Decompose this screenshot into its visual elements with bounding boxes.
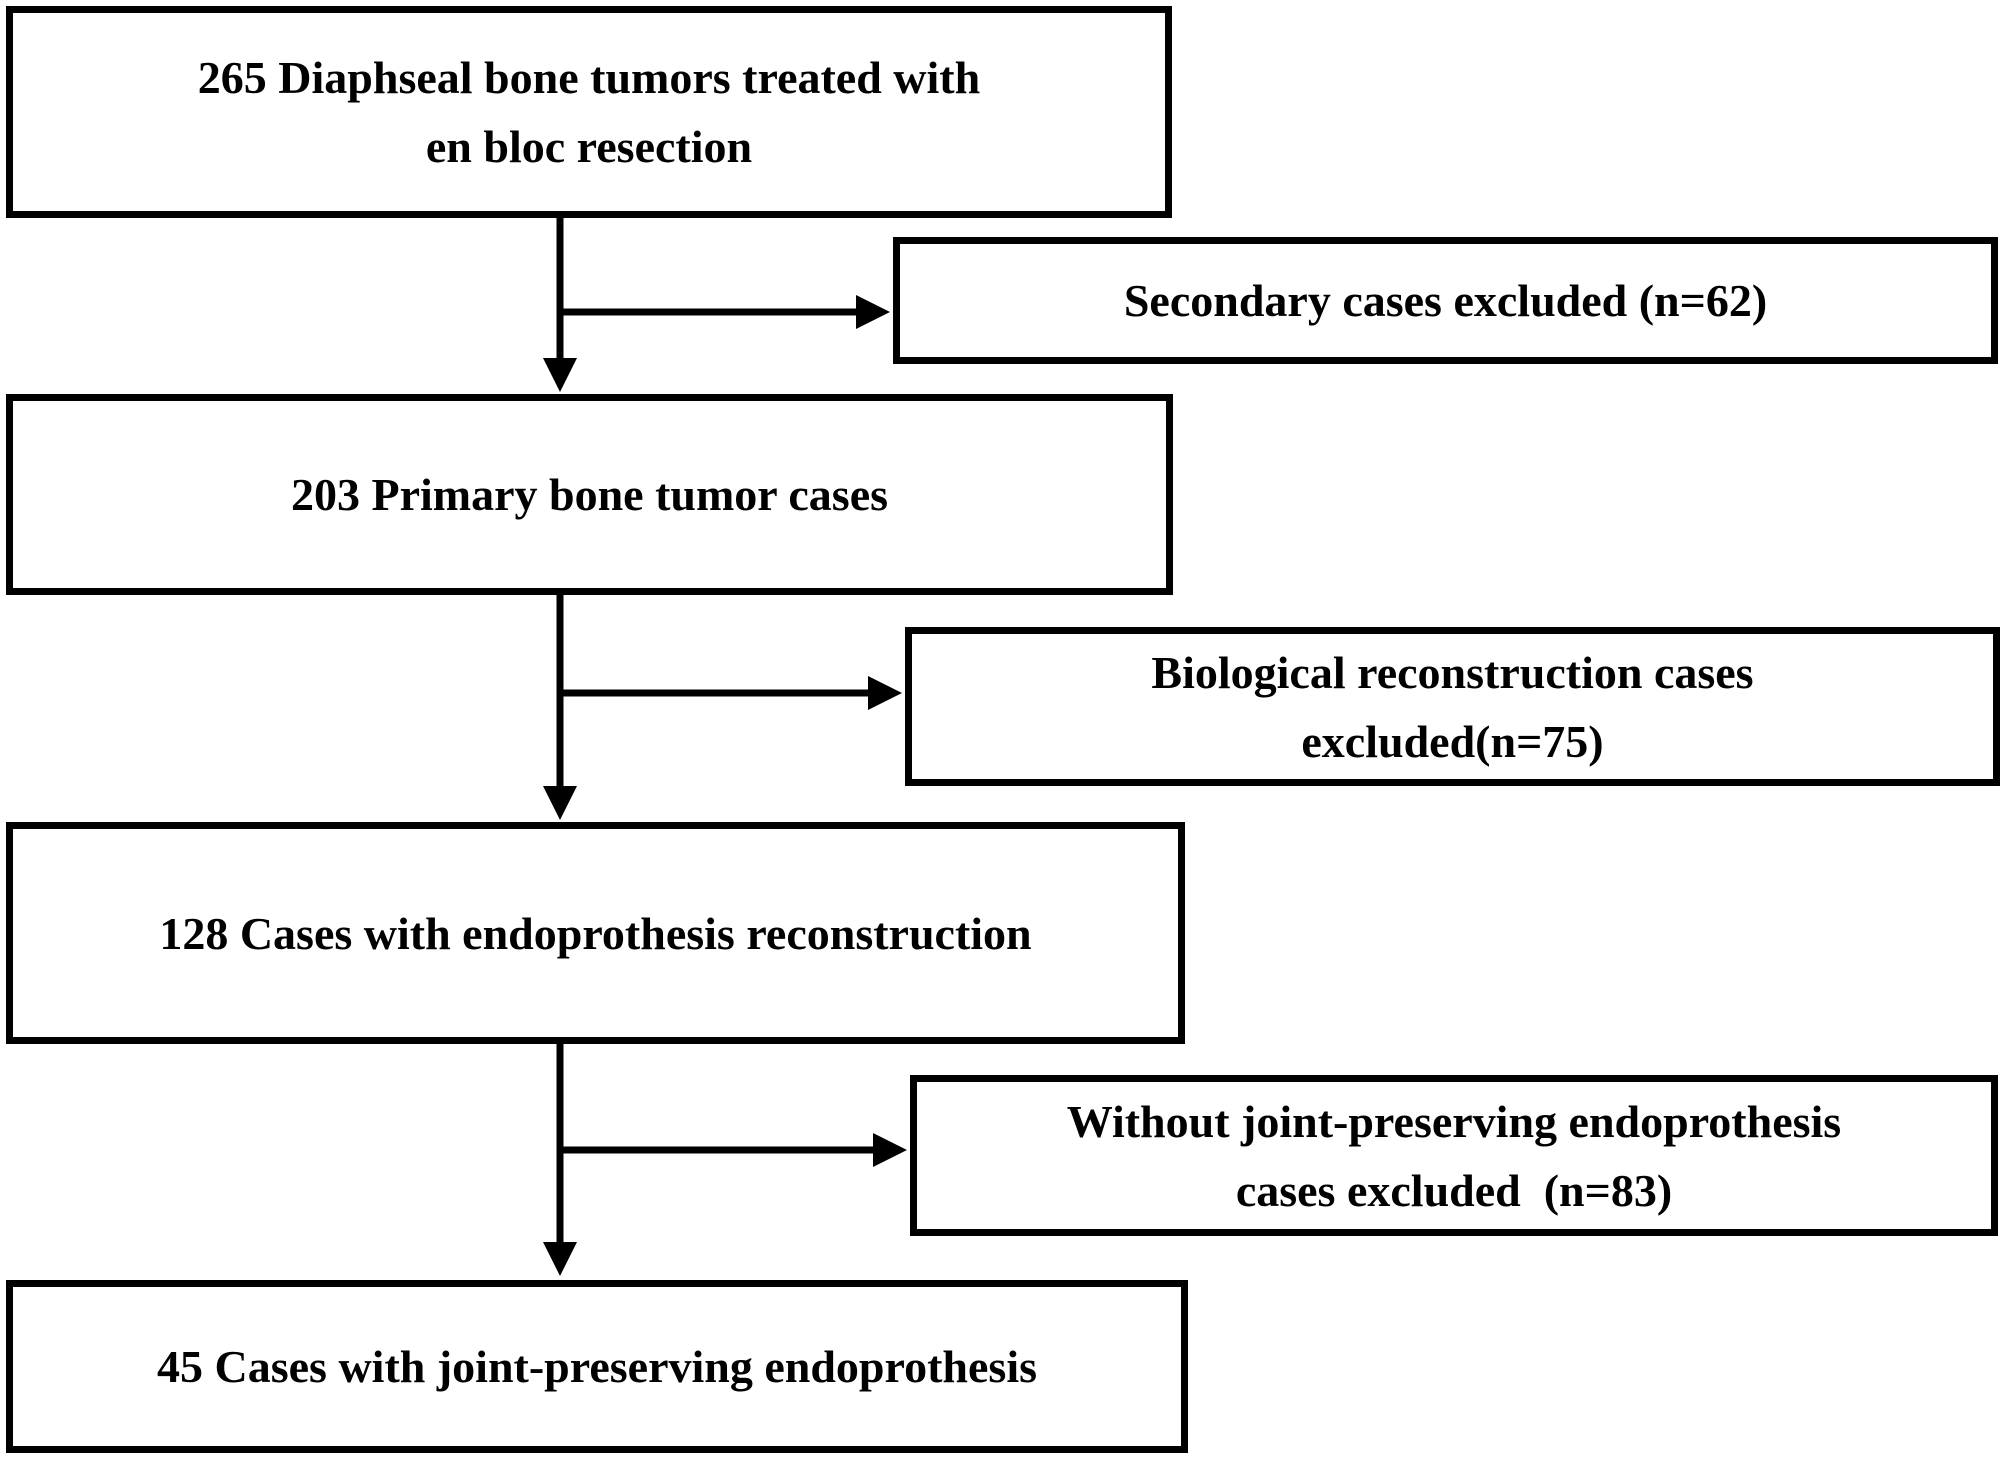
arrow-right-secondary-excluded [560, 295, 890, 329]
node-text: en bloc resection [425, 121, 753, 172]
node-text: 203 Primary bone tumor cases [290, 469, 889, 520]
node-text: 45 Cases with joint-preserving endoproth… [157, 1341, 1037, 1392]
arrow-down-2 [543, 595, 577, 820]
node-secondary-excluded: Secondary cases excluded (n=62) [893, 237, 1998, 364]
node-text: Biological reconstruction cases [1151, 646, 1754, 698]
node-text: Secondary cases excluded (n=62) [1123, 275, 1768, 326]
arrow-down-1 [543, 218, 577, 392]
node-without-joint-preserving-excluded: Without joint-preserving endoprothesis c… [910, 1075, 1998, 1236]
node-text: excluded(n=75) [1301, 715, 1604, 767]
arrow-right-without-jp-excluded [560, 1133, 907, 1167]
node-text: 265 Diaphseal bone tumors treated with [197, 52, 981, 103]
node-joint-preserving-endoprothesis: 45 Cases with joint-preserving endoproth… [6, 1280, 1188, 1453]
node-endoprothesis-reconstruction: 128 Cases with endoprothesis reconstruct… [6, 822, 1185, 1044]
node-text: 128 Cases with endoprothesis reconstruct… [159, 907, 1032, 959]
node-biological-reconstruction-excluded: Biological reconstruction cases excluded… [905, 627, 2000, 786]
arrow-right-biological-excluded [560, 676, 902, 710]
node-text: Without joint-preserving endoprothesis [1066, 1095, 1842, 1147]
node-primary-bone-tumor: 203 Primary bone tumor cases [6, 394, 1173, 595]
node-text: cases excluded (n=83) [1235, 1164, 1673, 1216]
node-diaphyseal-total: 265 Diaphseal bone tumors treated with e… [6, 6, 1172, 218]
arrow-down-3 [543, 1044, 577, 1276]
